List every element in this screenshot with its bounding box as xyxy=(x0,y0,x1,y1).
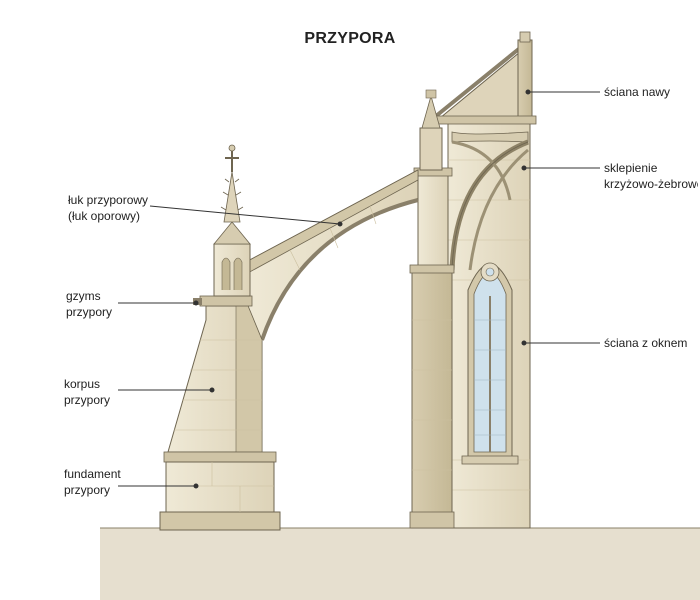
label-buttress-body: korpus przypory xyxy=(64,377,111,407)
wall-pier xyxy=(409,89,455,529)
gothic-window xyxy=(461,262,519,465)
label-window-wall: ściana z oknem xyxy=(604,336,688,350)
buttress-foundation xyxy=(159,451,281,531)
leader-lines xyxy=(118,89,600,489)
flying-arch xyxy=(245,169,419,341)
label-rib-vault: sklepienie krzyżowo-żebrowe xyxy=(604,161,698,191)
label-flying-arch: łuk przyporowy (łuk oporowy) xyxy=(68,193,149,223)
diagram-title: PRZYPORA xyxy=(304,30,396,47)
ground xyxy=(100,527,700,600)
rib-vault xyxy=(449,131,529,271)
label-nave-wall: ściana nawy xyxy=(604,85,671,99)
leader-luk xyxy=(149,205,341,225)
pinnacle xyxy=(213,144,251,297)
gable-wall xyxy=(434,31,537,125)
buttress-cornice xyxy=(193,295,253,307)
buttress-body xyxy=(167,305,263,453)
label-cornice: gzyms przypory xyxy=(66,289,113,319)
label-foundation: fundament przypory xyxy=(64,467,121,497)
